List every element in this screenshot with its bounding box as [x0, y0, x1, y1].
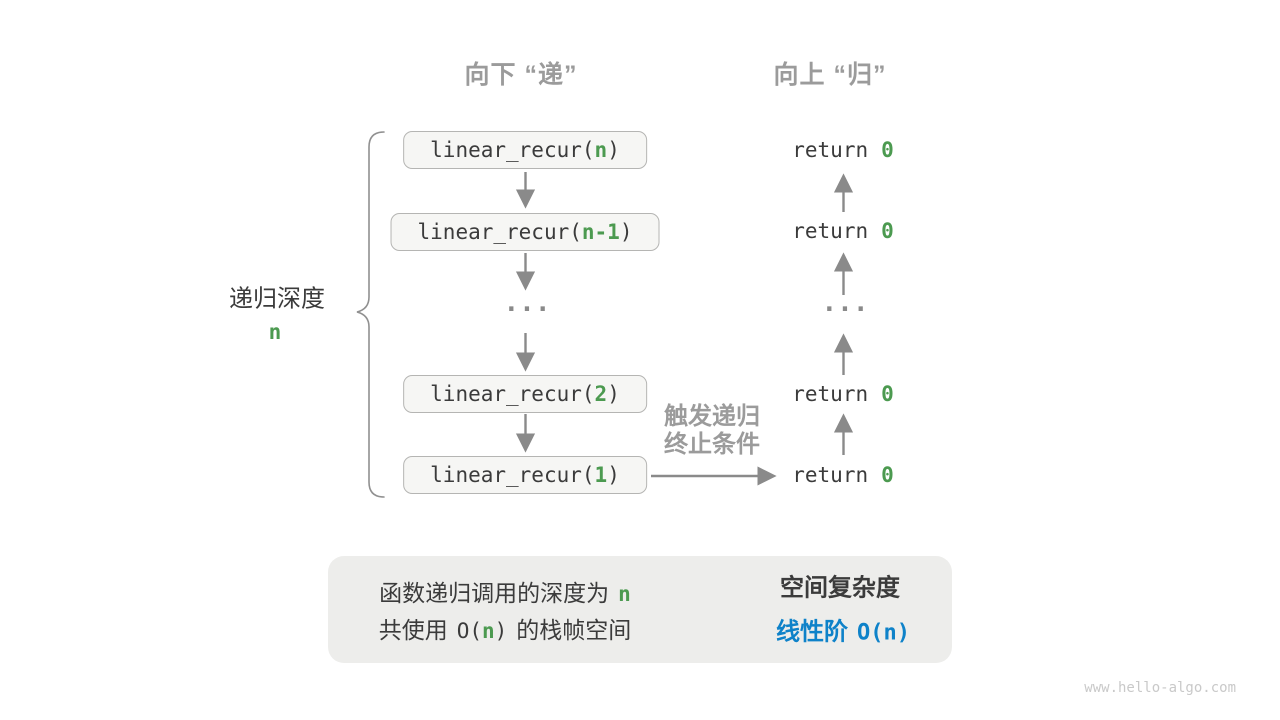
header-descend: 向下 “递” — [464, 61, 578, 89]
call-text: ) — [607, 138, 620, 162]
header-ascend: 向上 “归” — [773, 61, 887, 89]
return-ellipsis: ... — [821, 288, 869, 318]
call-box-n-1: linear_recur(n-1) — [390, 213, 660, 251]
summary-panel — [328, 556, 952, 663]
depth-label: 递归深度 — [229, 285, 325, 313]
base-case-line1: 触发递归 — [664, 403, 760, 430]
call-text: ) — [607, 382, 620, 406]
call-box-2: linear_recur(2) — [403, 375, 647, 413]
return-statement: return 0 — [792, 219, 894, 243]
call-text: linear_recur( — [430, 138, 595, 162]
return-keyword: return — [792, 138, 869, 162]
complexity-order-label: 线性阶 — [776, 618, 849, 646]
summary-accent-n: n — [618, 582, 631, 606]
return-value: 0 — [881, 138, 894, 162]
call-box-1: linear_recur(1) — [403, 456, 647, 494]
call-arg: 2 — [594, 382, 608, 406]
space-complexity-title: 空间复杂度 — [780, 574, 900, 602]
return-keyword: return — [792, 463, 869, 487]
base-case-line2: 终止条件 — [664, 431, 760, 458]
space-complexity-value: 线性阶 O(n) — [776, 612, 910, 647]
call-arg: 1 — [594, 463, 608, 487]
summary-line-1: 函数递归调用的深度为 n — [379, 574, 631, 608]
call-text: linear_recur( — [430, 382, 595, 406]
base-case-label: 触发递归 终止条件 — [664, 403, 760, 459]
call-text: ) — [607, 463, 620, 487]
call-text: linear_recur( — [430, 463, 595, 487]
summary-line-2: 共使用 O(n) 的栈帧空间 — [379, 611, 632, 645]
call-arg: n — [594, 138, 608, 162]
return-keyword: return — [792, 219, 869, 243]
call-ellipsis: ... — [503, 288, 551, 318]
call-box-n: linear_recur(n) — [403, 131, 647, 169]
summary-text: 的栈帧空间 — [516, 617, 632, 643]
big-o-close: ) — [494, 619, 508, 643]
depth-brace — [356, 131, 385, 498]
site-watermark: www.hello-algo.com — [1084, 680, 1236, 696]
return-statement: return 0 — [792, 463, 894, 487]
return-statement: return 0 — [792, 382, 894, 406]
call-text: ) — [619, 220, 633, 244]
complexity-big-o: O(n) — [857, 620, 910, 646]
return-statement: return 0 — [792, 138, 894, 162]
return-value: 0 — [881, 463, 894, 487]
call-text: linear_recur( — [417, 220, 582, 244]
big-o-open: O( — [456, 619, 482, 643]
return-value: 0 — [881, 382, 894, 406]
summary-text: 共使用 — [378, 617, 448, 643]
depth-value: n — [268, 320, 282, 344]
return-value: 0 — [881, 219, 894, 243]
call-arg: n-1 — [581, 220, 620, 244]
summary-text: 函数递归调用的深度为 — [379, 580, 610, 606]
return-keyword: return — [792, 382, 869, 406]
summary-accent-n: n — [481, 619, 495, 643]
